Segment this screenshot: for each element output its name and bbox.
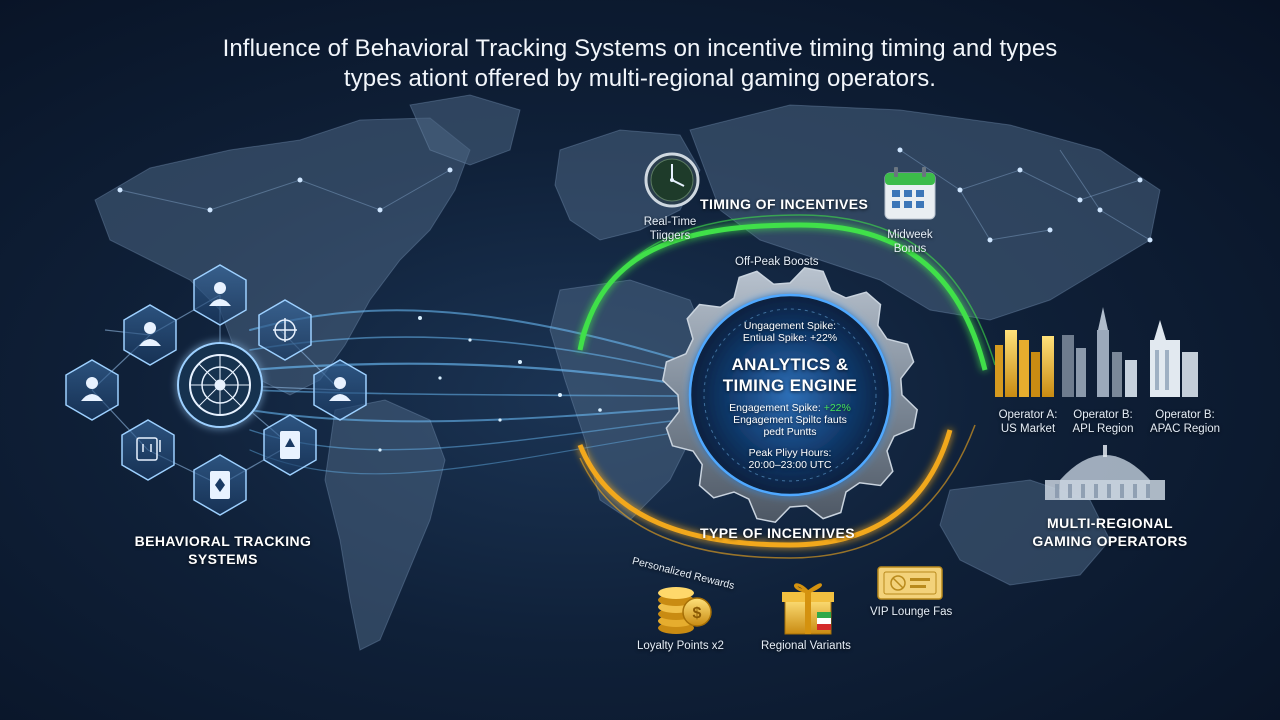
engine-spike-line: Engagement Spike: +22% [729,402,851,414]
crosshair-icon [273,318,297,342]
user-icon [81,377,103,401]
tracking-systems-label: BEHAVIORAL TRACKING SYSTEMS [134,533,312,567]
city-skyline-icon [995,307,1198,397]
roulette-hub [177,342,263,428]
vip-lounge-label: VIP Lounge Fas [870,606,953,618]
hex-card-right [263,414,317,476]
operator-b-label: Operator B: APL Region [1072,409,1134,435]
map-nodes [117,147,1153,243]
title-line-1: Influence of Behavioral Tracking Systems… [222,35,1058,62]
playing-card-icon [280,431,300,459]
hex-user-right [313,359,367,421]
greenland-shape [409,94,521,166]
hex-card-bottom [193,454,247,516]
realtime-triggers-label: Real-Time Tiiggers [643,216,697,242]
engine-spike-value: +22% [823,402,851,414]
engine-text: Ungagement Spike: Entiual Spike: +22% AN… [690,320,890,472]
ticket-icon [877,566,943,600]
user-icon [139,322,161,346]
south-america-shape [324,399,446,651]
gift-icon [782,583,834,635]
timing-heading: TIMING OF INCENTIVES [700,196,869,212]
casino-dome-icon [1045,445,1165,500]
slot-machine-icon [136,437,161,461]
hex-slot-machine [121,419,175,481]
hex-user-left [123,304,177,366]
title-line-2: types ationt offered by multi-regional g… [343,65,937,92]
engine-top-line-2: Entiual Spike: +22% [742,332,838,344]
playing-card-icon [210,471,230,499]
hex-user-top [193,264,247,326]
types-heading: TYPE OF INCENTIVES [700,525,855,541]
hex-target-top-right [258,299,312,361]
coins-icon: $ [658,587,712,634]
hex-user-far-left [65,359,119,421]
user-icon [209,282,231,306]
engine-top-line-1: Ungagement Spike: [743,320,837,332]
svg-text:$: $ [693,605,702,622]
loyalty-points-label: Loyalty Points x2 [637,640,724,652]
user-icon [329,377,351,401]
offpeak-boosts-label: Off-Peak Boosts [735,256,819,268]
operator-a-label: Operator A: US Market [998,409,1058,435]
midweek-bonus-label: Midweek Bonus [887,229,933,255]
types-arc [577,429,953,548]
africa-shape [549,279,711,521]
calendar-icon [884,167,936,220]
flow-particles [378,316,602,452]
page-title: Influence of Behavioral Tracking Systems… [140,34,1140,94]
clock-icon [644,152,700,208]
operators-label: MULTI-REGIONAL GAMING OPERATORS [1032,515,1188,549]
operator-c-label: Operator B: APAC Region [1149,409,1221,435]
roulette-icon [189,354,251,416]
engine-title: ANALYTICS & TIMING ENGINE [722,355,858,395]
engine-core [688,293,892,497]
regional-variants-label: Regional Variants [761,640,851,652]
timing-arc [577,222,988,371]
